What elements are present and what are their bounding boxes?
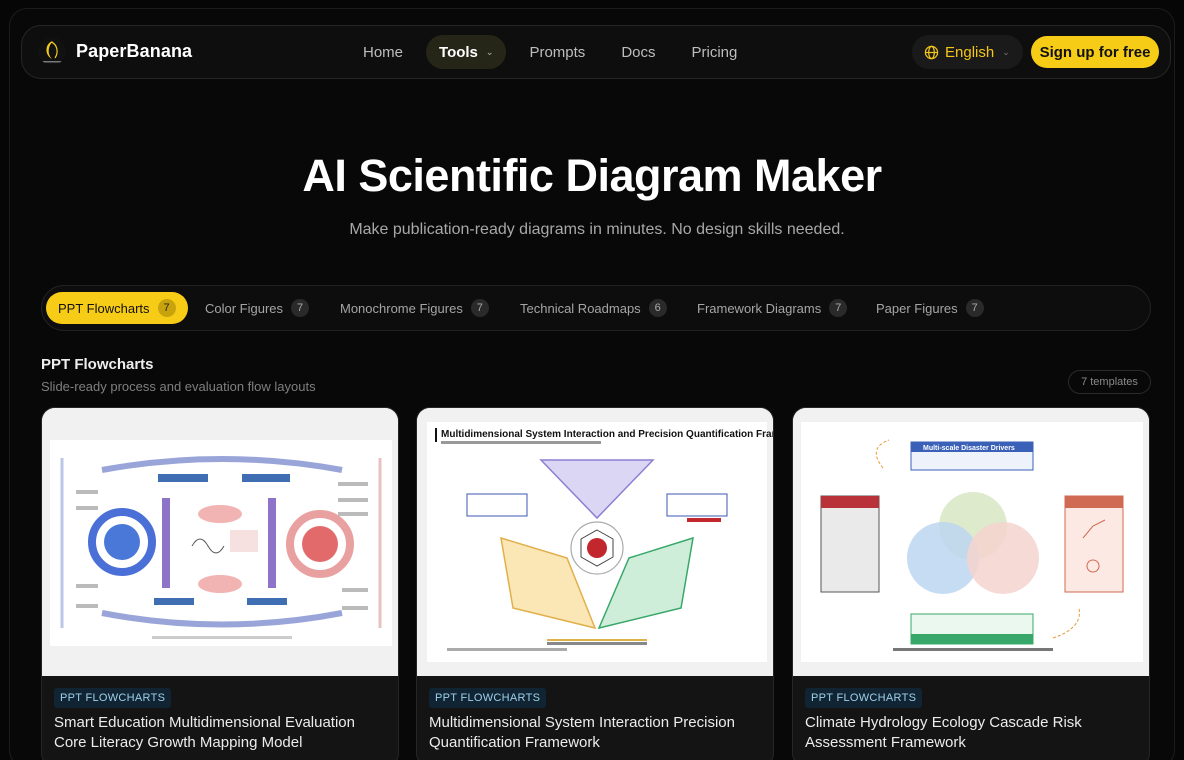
tab-label: Paper Figures bbox=[876, 300, 958, 316]
template-preview-image: Multi-scale Disaster Drivers bbox=[793, 408, 1149, 676]
brand-logo[interactable]: PaperBanana bbox=[38, 37, 192, 65]
chevron-down-icon: ⌄ bbox=[1002, 46, 1010, 57]
brand-name: PaperBanana bbox=[76, 40, 193, 61]
nav-pricing[interactable]: Pricing bbox=[691, 43, 738, 61]
nav-tools[interactable]: Tools ⌄ bbox=[426, 35, 507, 69]
template-card[interactable]: PPT FLOWCHARTS Smart Education Multidime… bbox=[41, 407, 399, 760]
tab-count: 7 bbox=[470, 299, 489, 317]
tab-label: Monochrome Figures bbox=[340, 300, 463, 316]
tab-label: Technical Roadmaps bbox=[520, 300, 641, 316]
section-subtitle: Slide-ready process and evaluation flow … bbox=[41, 379, 316, 394]
top-navbar: PaperBanana Home Tools ⌄ Prompts Docs Pr… bbox=[21, 25, 1171, 79]
page-subtitle: Make publication-ready diagrams in minut… bbox=[349, 221, 845, 238]
template-preview-image bbox=[42, 408, 398, 676]
category-tag: PPT FLOWCHARTS bbox=[805, 688, 923, 708]
template-preview-image: Multidimensional System Interaction and … bbox=[417, 408, 773, 676]
preview-heading: Multi-scale Disaster Drivers bbox=[923, 445, 1015, 452]
tab-label: PPT Flowcharts bbox=[58, 300, 150, 316]
category-tag: PPT FLOWCHARTS bbox=[54, 688, 172, 708]
category-tabs: PPT Flowcharts 7 Color Figures 7 Monochr… bbox=[41, 285, 1151, 331]
tab-technical-roadmaps[interactable]: Technical Roadmaps 6 bbox=[508, 292, 679, 324]
nav-prompts[interactable]: Prompts bbox=[529, 43, 586, 61]
card-title: Smart Education Multidimensional Evaluat… bbox=[54, 714, 355, 751]
tab-label: Framework Diagrams bbox=[697, 300, 822, 316]
tab-count: 7 bbox=[157, 299, 176, 317]
template-card[interactable]: Multidimensional System Interaction and … bbox=[416, 407, 774, 760]
tab-monochrome-figures[interactable]: Monochrome Figures 7 bbox=[328, 292, 501, 324]
preview-heading: Multidimensional System Interaction and … bbox=[441, 429, 774, 440]
nav-tools-label: Tools bbox=[439, 43, 478, 61]
template-count-badge: 7 templates bbox=[1068, 370, 1151, 394]
tab-count: 7 bbox=[829, 299, 848, 317]
signup-button[interactable]: Sign up for free bbox=[1031, 36, 1159, 68]
tab-framework-diagrams[interactable]: Framework Diagrams 7 bbox=[685, 292, 859, 324]
tab-ppt-flowcharts[interactable]: PPT Flowcharts 7 bbox=[46, 292, 188, 324]
card-title: Climate Hydrology Ecology Cascade Risk A… bbox=[805, 714, 1082, 751]
category-tag: PPT FLOWCHARTS bbox=[429, 688, 547, 708]
card-title: Multidimensional System Interaction Prec… bbox=[429, 714, 735, 751]
nav-home[interactable]: Home bbox=[363, 43, 404, 61]
tab-count: 7 bbox=[965, 299, 984, 317]
page-title: AI Scientific Diagram Maker bbox=[302, 150, 882, 201]
section-title: PPT Flowcharts bbox=[41, 356, 154, 373]
tab-color-figures[interactable]: Color Figures 7 bbox=[193, 292, 321, 324]
tab-count: 7 bbox=[291, 299, 310, 317]
globe-icon bbox=[924, 45, 939, 60]
tab-count: 6 bbox=[648, 299, 667, 317]
language-selector[interactable]: English ⌄ bbox=[912, 35, 1023, 69]
tab-paper-figures[interactable]: Paper Figures 7 bbox=[864, 292, 996, 324]
main-nav: Home Tools ⌄ Prompts Docs Pricing bbox=[350, 35, 760, 69]
language-label: English bbox=[945, 43, 995, 61]
tab-label: Color Figures bbox=[205, 300, 284, 316]
chevron-down-icon: ⌄ bbox=[485, 46, 494, 57]
template-card[interactable]: Multi-scale Disaster Drivers PPT FLOWCHA… bbox=[792, 407, 1150, 760]
banana-moon-icon bbox=[38, 37, 66, 65]
nav-docs[interactable]: Docs bbox=[621, 43, 656, 61]
